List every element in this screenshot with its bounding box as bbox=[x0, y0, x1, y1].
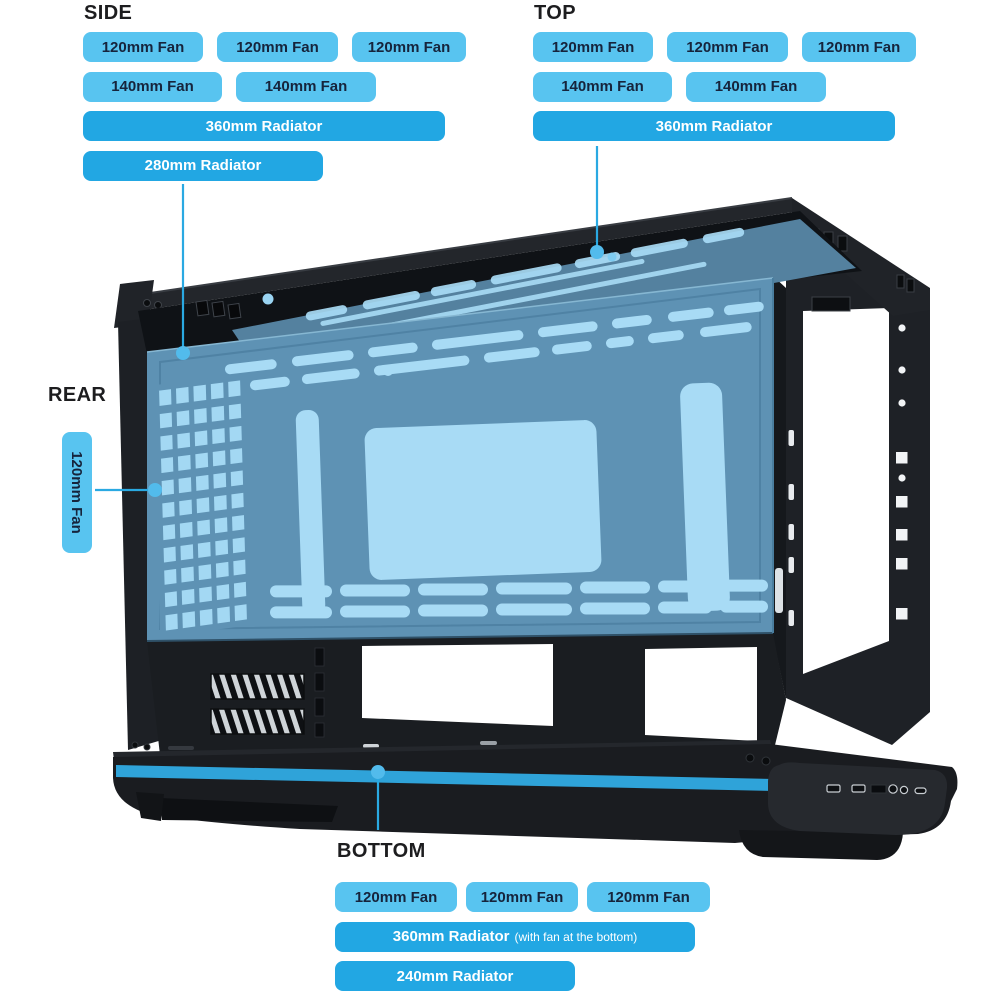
side-140mm-fan-badge: 140mm Fan bbox=[83, 71, 222, 102]
usb-a-port-icon bbox=[826, 784, 841, 793]
side-120mm-fan-badge: 120mm Fan bbox=[217, 32, 338, 62]
case-base bbox=[113, 740, 958, 860]
side-panel-vent-slots bbox=[224, 301, 768, 619]
rear-120mm-fan-badge: 120mm Fan bbox=[62, 432, 92, 553]
top-120mm-fan-badge: 120mm Fan bbox=[667, 32, 788, 62]
power-button-icon bbox=[888, 784, 898, 794]
side-connector-dot bbox=[176, 346, 190, 360]
bottom-360mm-radiator-label: 360mm Radiator bbox=[392, 928, 510, 945]
top-140mm-fan-badge: 140mm Fan bbox=[686, 71, 826, 102]
bottom-120mm-fan-badge: 120mm Fan bbox=[466, 882, 578, 912]
side-window-highlight bbox=[364, 420, 602, 580]
top-120mm-fan-badge: 120mm Fan bbox=[533, 32, 653, 62]
side-panel-highlight bbox=[146, 277, 783, 642]
mobo-tray-cutout bbox=[362, 644, 553, 726]
side-section-title: SIDE bbox=[84, 2, 133, 24]
bottom-connector-dot bbox=[371, 765, 385, 779]
top-panel-highlight bbox=[232, 219, 856, 351]
side-120mm-fan-badge: 120mm Fan bbox=[83, 32, 203, 62]
usb-a-port-icon bbox=[851, 784, 866, 793]
case-foot bbox=[136, 792, 164, 821]
frame-screw-holes bbox=[896, 324, 908, 620]
front-cutout bbox=[645, 647, 757, 741]
side-280mm-radiator-badge: 280mm Radiator bbox=[83, 150, 323, 181]
bottom-360mm-radiator-note: (with fan at the bottom) bbox=[514, 929, 638, 944]
reset-button-icon bbox=[899, 785, 909, 795]
rear-fan-grid-highlight bbox=[152, 373, 254, 638]
top-panel-vents bbox=[305, 227, 745, 329]
front-io-chin bbox=[768, 762, 948, 835]
callout-connectors bbox=[95, 146, 599, 830]
bottom-120mm-fan-badge: 120mm Fan bbox=[587, 882, 710, 912]
top-connector-dot bbox=[590, 245, 604, 259]
bottom-badges: 120mm Fan 120mm Fan 120mm Fan 360mm Radi… bbox=[335, 882, 710, 991]
top-140mm-fan-badge: 140mm Fan bbox=[533, 71, 672, 102]
front-io-ports bbox=[826, 784, 927, 795]
side-360mm-radiator-badge: 360mm Radiator bbox=[83, 111, 445, 141]
side-140mm-fan-badge: 140mm Fan bbox=[236, 71, 376, 102]
top-badges: 120mm Fan 120mm Fan 120mm Fan 140mm Fan … bbox=[533, 32, 916, 141]
callout-dots bbox=[148, 245, 604, 779]
bottom-strip-highlight bbox=[116, 765, 775, 791]
top-360mm-radiator-badge: 360mm Radiator bbox=[533, 111, 895, 141]
rear-connector-dot bbox=[148, 483, 162, 497]
case-foot bbox=[739, 830, 903, 860]
side-badges: 120mm Fan 120mm Fan 120mm Fan 140mm Fan … bbox=[83, 32, 466, 181]
panel-seam bbox=[773, 276, 786, 700]
usb-c-port-icon bbox=[914, 787, 927, 795]
front-frame bbox=[786, 226, 930, 745]
lower-chassis-section bbox=[131, 633, 786, 755]
top-rail bbox=[129, 197, 800, 311]
bottom-section-title: BOTTOM bbox=[337, 840, 426, 862]
top-120mm-fan-badge: 120mm Fan bbox=[802, 32, 916, 62]
top-section-title: TOP bbox=[534, 2, 576, 24]
frame-vent-slots bbox=[788, 430, 794, 626]
pci-slot-vent bbox=[210, 673, 305, 700]
bottom-120mm-fan-badge: 120mm Fan bbox=[335, 882, 457, 912]
bottom-240mm-radiator-badge: 240mm Radiator bbox=[335, 961, 575, 991]
pci-slot-vent bbox=[210, 708, 305, 735]
bottom-360mm-radiator-badge: 360mm Radiator (with fan at the bottom) bbox=[335, 921, 695, 952]
rear-section-title: REAR bbox=[48, 384, 107, 406]
side-120mm-fan-badge: 120mm Fan bbox=[352, 32, 466, 62]
